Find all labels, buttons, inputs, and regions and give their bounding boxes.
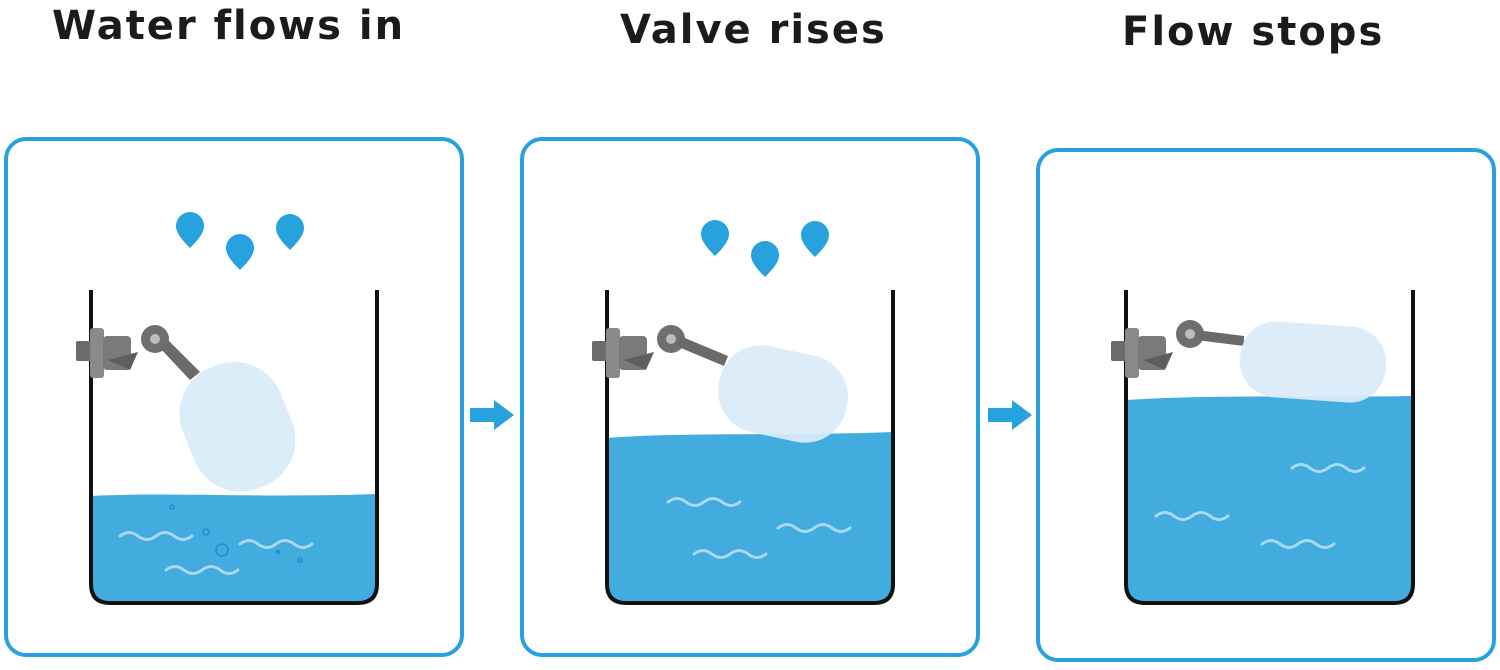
water-fill [1126,396,1413,601]
water-fill [91,494,377,601]
water-drop-icon [701,220,729,256]
water-drop-icon [226,234,254,270]
stage-1-title: Water flows in [52,3,406,49]
tank-outline [89,290,379,605]
ripples [1154,463,1366,549]
ripples [666,497,852,559]
next-arrow-icon [988,400,1032,430]
tank-outline [605,290,895,605]
water-drop-icon [176,212,204,248]
float-valve-icon [1111,320,1387,403]
tank-outline [1124,290,1415,605]
air-bubbles [169,504,303,563]
ripples [118,531,314,575]
stage-3-title: Flow stops [1122,9,1385,55]
float-valve-icon [592,325,848,443]
water-drop-icon [276,214,304,250]
float-valve-icon [76,325,296,492]
water-drop-icon [751,241,779,277]
next-arrow-icon [470,400,514,430]
stage-2-title: Valve rises [620,7,887,53]
water-drop-icon [801,221,829,257]
water-fill [607,432,893,601]
